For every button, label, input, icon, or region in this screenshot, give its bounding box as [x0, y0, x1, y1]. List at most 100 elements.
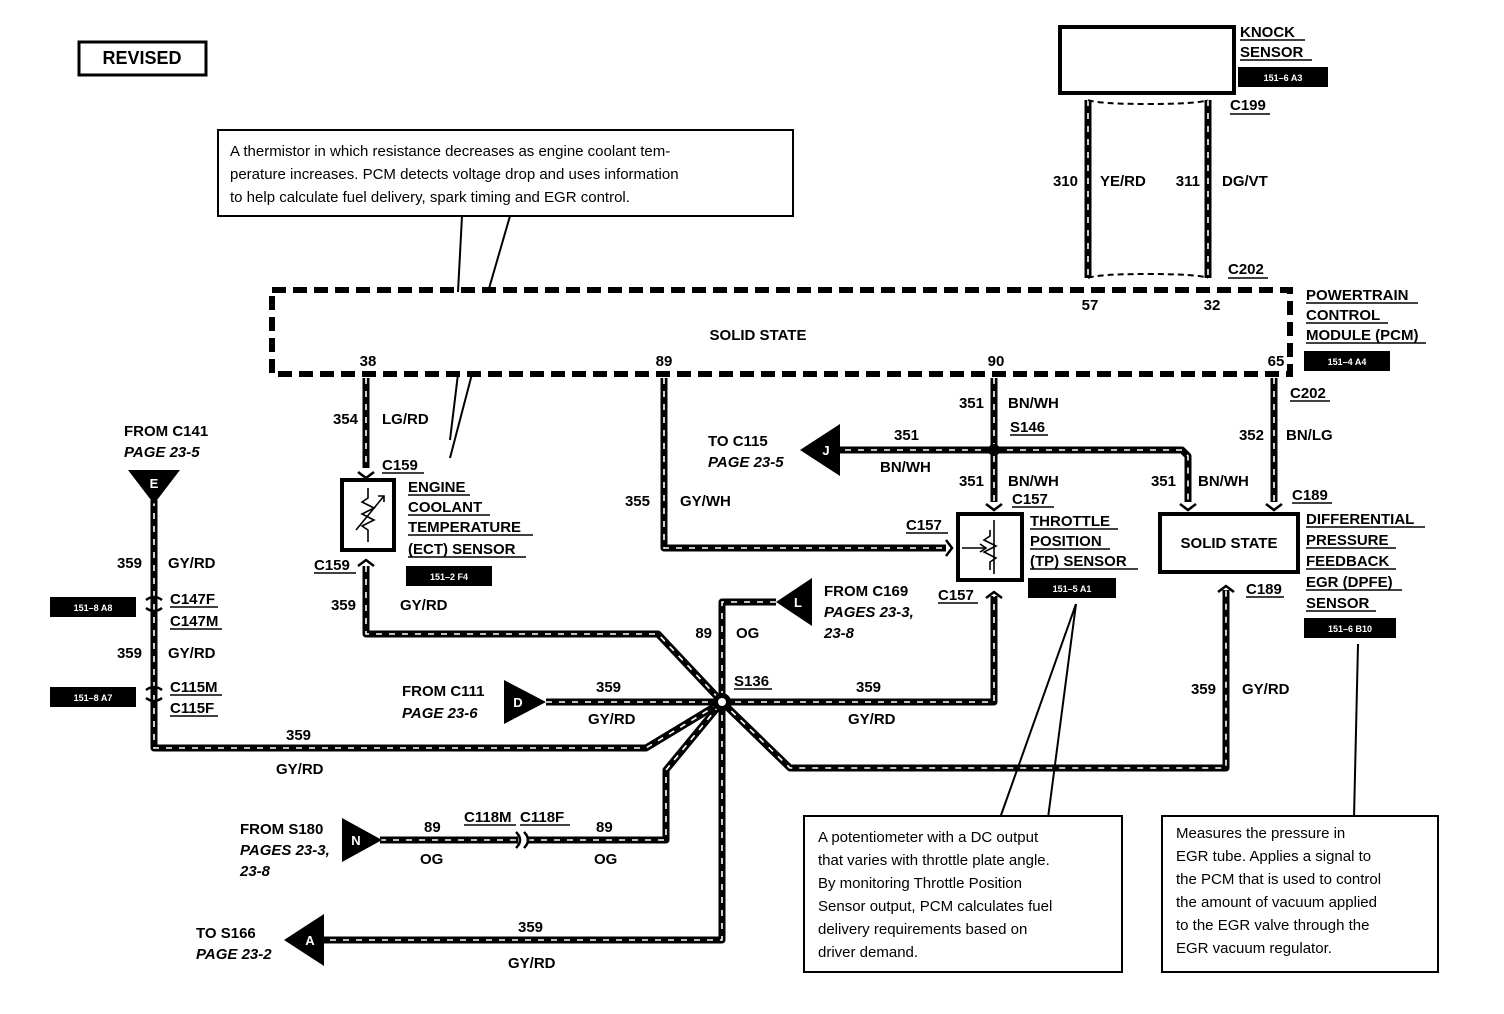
dpfe-ref-tag	[1304, 618, 1396, 638]
ect-name-2: COOLANT	[408, 499, 482, 516]
dpfe-name-3: FEEDBACK	[1306, 553, 1390, 570]
tp-ref: 151–5 A1	[1053, 584, 1092, 594]
tp-note-line-2: that varies with throttle plate angle.	[818, 852, 1050, 869]
c199-label: C199	[1230, 97, 1266, 114]
c159-bottom-label: C159	[314, 557, 350, 574]
w354-color: LG/RD	[382, 411, 429, 428]
arrow-l-line2: PAGES 23-3,	[824, 604, 914, 621]
w352-circuit: 352	[1239, 427, 1264, 444]
arrow-l-line1: FROM C169	[824, 583, 908, 600]
w352-color: BN/LG	[1286, 427, 1333, 444]
arrow-j-line2: PAGE 23-5	[708, 454, 784, 471]
w351-down-circuit: 351	[959, 473, 984, 490]
ect-wires: 354 LG/RD C159	[333, 378, 429, 480]
c157-left-label: C157	[906, 517, 942, 534]
tp-name-3: (TP) SENSOR	[1030, 553, 1127, 570]
tp-note-line-4: Sensor output, PCM calculates fuel	[818, 898, 1052, 915]
w359-d-circuit: 359	[596, 679, 621, 696]
tp-ref-tag	[1028, 578, 1116, 598]
dpfe-name-4: EGR (DPFE)	[1306, 574, 1393, 591]
arrow-j-line1: TO C115	[708, 433, 768, 450]
w359-tp-color: GY/RD	[848, 711, 896, 728]
s146-label: S146	[1010, 419, 1045, 436]
c202-right-label: C202	[1290, 385, 1326, 402]
knock-sensor-label-2: SENSOR	[1240, 44, 1304, 61]
w359-tp-circuit: 359	[856, 679, 881, 696]
w355-wire: 355 GY/WH C157	[625, 378, 954, 557]
arrow-d-line1: FROM C111	[402, 683, 485, 700]
w352-wire: C202 352 BN/LG	[1239, 378, 1333, 512]
arrow-e-line2: PAGE 23-5	[124, 444, 200, 461]
w359-e1-circuit: 359	[117, 555, 142, 572]
dpfe-sensor: SOLID STATE C189 DIFFERENTIAL PRESSURE F…	[1158, 487, 1425, 638]
ect-note: A thermistor in which resistance decreas…	[217, 129, 794, 459]
w359-dpfe-color: GY/RD	[1242, 681, 1290, 698]
w359-a-circuit: 359	[518, 919, 543, 936]
w359-bottom-left-color: GY/RD	[276, 761, 324, 778]
arrow-d-letter: D	[513, 695, 522, 710]
arrow-d-line2: PAGE 23-6	[402, 705, 478, 722]
arrow-l-letter: L	[794, 595, 802, 610]
w359-network: S136 C118M C118F GY/RD 359 359 GY/RD C14…	[50, 500, 1290, 972]
w89-n-left-color: OG	[420, 851, 443, 868]
left-ref-tag-2	[50, 687, 136, 707]
c147f-label: C147F	[170, 591, 215, 608]
c189-top-label: C189	[1292, 487, 1328, 504]
w351-j-circuit: 351	[894, 427, 919, 444]
w310-color: YE/RD	[1100, 173, 1146, 190]
pcm-pin-32: 32	[1204, 297, 1221, 314]
w89-l-circuit: 89	[695, 625, 712, 642]
left-ref-tag-1	[50, 597, 136, 617]
dpfe-note: Measures the pressure in EGR tube. Appli…	[1161, 643, 1439, 973]
ect-note-line-2: perature increases. PCM detects voltage …	[230, 166, 679, 183]
ect-sensor: ENGINE COOLANT TEMPERATURE (ECT) SENSOR …	[314, 478, 533, 586]
arrow-a: A TO S166 PAGE 23-2	[196, 914, 324, 966]
arrow-d: D FROM C111 PAGE 23-6	[402, 680, 546, 724]
dpfe-note-line-5: to the EGR valve through the	[1176, 917, 1369, 934]
w359-bottom-left-circuit: 359	[286, 727, 311, 744]
pcm-pin-57: 57	[1082, 297, 1099, 314]
left-ref-2: 151–8 A7	[74, 693, 113, 703]
pcm-pin-38: 38	[360, 353, 377, 370]
tp-note-line-1: A potentiometer with a DC output	[818, 829, 1039, 846]
c202-top-label: C202	[1228, 261, 1264, 278]
c118m-label: C118M	[464, 809, 512, 826]
arrow-l: L FROM C169 PAGES 23-3, 23-8	[776, 578, 914, 642]
arrow-j: J TO C115 PAGE 23-5	[708, 424, 840, 476]
knock-sensor: KNOCK SENSOR 151–6 A3	[1058, 24, 1328, 95]
arrow-e-letter: E	[150, 476, 159, 491]
arrow-n-line1: FROM S180	[240, 821, 323, 838]
arrow-l-line3: 23-8	[823, 625, 855, 642]
w359-ect-color: GY/RD	[400, 597, 448, 614]
w359-d-color: GY/RD	[588, 711, 636, 728]
arrow-n-line2: PAGES 23-3,	[240, 842, 330, 859]
w351-down-color: BN/WH	[1008, 473, 1059, 490]
tp-note: A potentiometer with a DC output that va…	[803, 603, 1123, 973]
dpfe-name-5: SENSOR	[1306, 595, 1370, 612]
w359-e2-color: GY/RD	[168, 645, 216, 662]
w355-color: GY/WH	[680, 493, 731, 510]
c157-top-label: C157	[1012, 491, 1048, 508]
pcm-name-2: CONTROL	[1306, 307, 1380, 324]
dpfe-note-line-1: Measures the pressure in	[1176, 825, 1345, 842]
tp-note-line-6: driver demand.	[818, 944, 918, 961]
left-ref-1: 151–8 A8	[74, 603, 113, 613]
w311-color: DG/VT	[1222, 173, 1268, 190]
pcm-name-1: POWERTRAIN	[1306, 287, 1409, 304]
w351-j-color: BN/WH	[880, 459, 931, 476]
w354-circuit: 354	[333, 411, 359, 428]
c157-bottom-label: C157	[938, 587, 974, 604]
revised-label: REVISED	[102, 48, 181, 68]
s146-splice	[988, 444, 1000, 456]
w351-up-color: BN/WH	[1008, 395, 1059, 412]
ect-note-line-3: to help calculate fuel delivery, spark t…	[230, 189, 630, 206]
dpfe-name-2: PRESSURE	[1306, 532, 1389, 549]
ect-name-3: TEMPERATURE	[408, 519, 521, 536]
w351-right-circuit: 351	[1151, 473, 1176, 490]
c159-top-label: C159	[382, 457, 418, 474]
revised-stamp: REVISED	[77, 40, 208, 77]
w351-wires: 351 BN/WH S146 351 BN/WH 351 BN/WH 351 B…	[840, 378, 1249, 512]
w89-n-right-color: OG	[594, 851, 617, 868]
w351-up-circuit: 351	[959, 395, 984, 412]
pcm-pin-89: 89	[656, 353, 673, 370]
